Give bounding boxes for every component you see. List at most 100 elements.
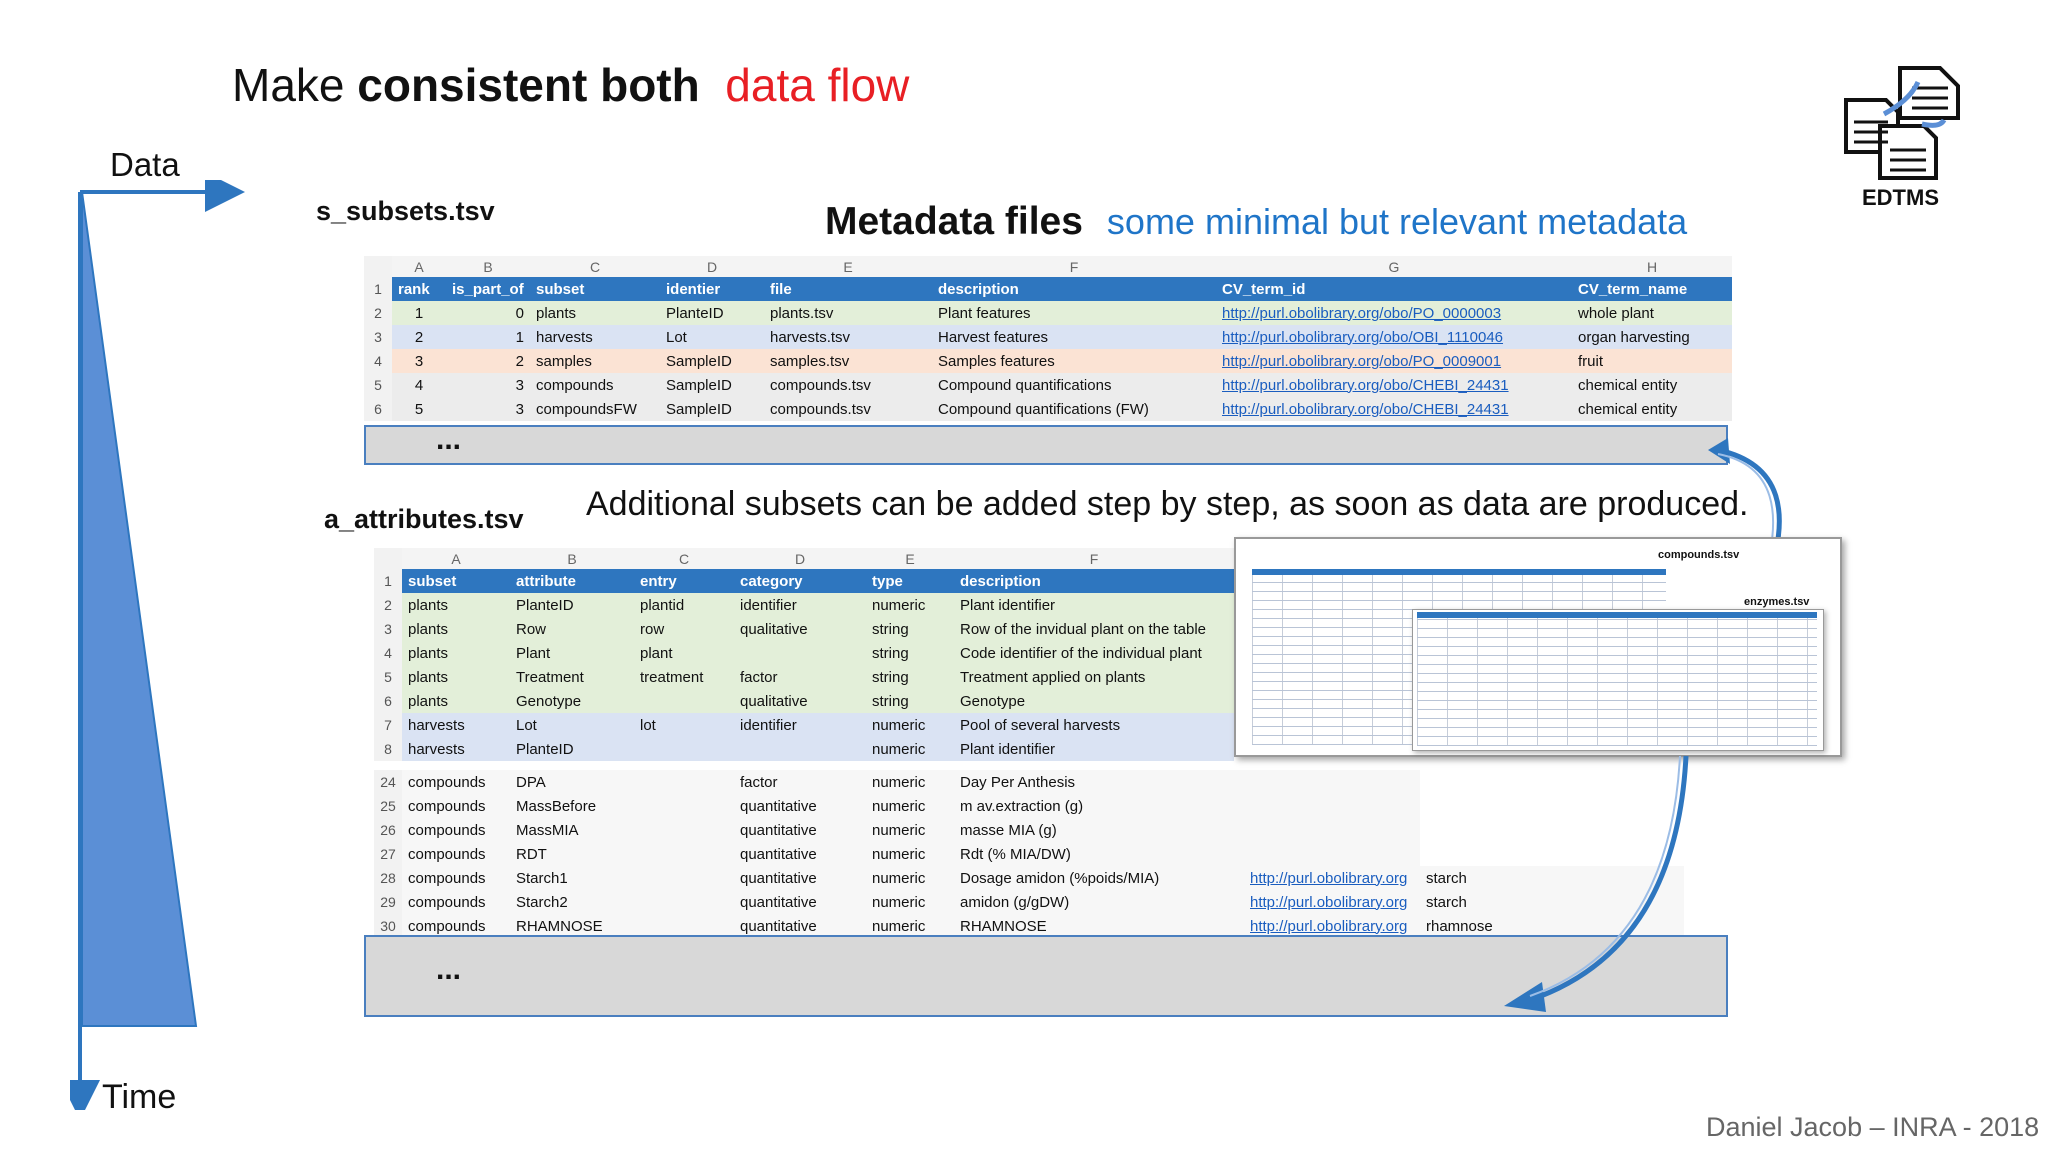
cell[interactable]: http://purl.obolibrary.org/obo/PO_000000… [1216,301,1572,325]
cell: Pool of several harvests [954,713,1234,737]
cell: m av.extraction (g) [954,794,1244,818]
cell: starch [1420,866,1684,890]
cell: MassMIA [510,818,634,842]
cell: plants [402,689,510,713]
row-number: 8 [374,737,402,761]
cell: Plant identifier [954,737,1234,761]
title-part1: Make [232,59,358,111]
cell: SampleID [660,373,764,397]
cell[interactable]: http://purl.obolibrary.org/obo/CHEBI_244… [1216,397,1572,421]
cell[interactable] [1244,842,1420,866]
column-letter: F [932,256,1216,277]
cell: SampleID [660,349,764,373]
row-number: 4 [364,349,392,373]
column-letter: B [446,256,530,277]
cell: 1 [392,301,446,325]
row-number: 25 [374,794,402,818]
cell [634,890,734,914]
cell[interactable]: http://purl.obolibrary.org/obo/OBI_11100… [1216,325,1572,349]
row-number: 28 [374,866,402,890]
enzymes-thumb-label: enzymes.tsv [1744,596,1810,608]
cell [634,770,734,794]
cell: Genotype [954,689,1234,713]
column-letter: G [1216,256,1572,277]
cell[interactable] [1244,818,1420,842]
attributes-ellipsis: ... [436,953,462,986]
cell: numeric [866,866,954,890]
column-header: CV_term_name [1572,277,1732,301]
growth-triangle [81,191,198,1027]
cell: Lot [510,713,634,737]
column-letter: C [530,256,660,277]
cell: plants [402,641,510,665]
cell: amidon (g/gDW) [954,890,1244,914]
cell[interactable] [1244,794,1420,818]
subsets-filename: s_subsets.tsv [316,196,495,226]
cell: row [634,617,734,641]
cell: compounds [402,770,510,794]
subsets-ellipsis: ... [436,423,462,456]
cell [634,818,734,842]
cell: identifier [734,713,866,737]
enzymes-mini-sheet [1417,618,1817,746]
cell[interactable]: http://purl.obolibrary.org/obo/CHEBI_244… [1216,373,1572,397]
cell [734,641,866,665]
cell [634,914,734,938]
cell: plants.tsv [764,301,932,325]
curved-arrow-down [1504,755,1689,1012]
cell: numeric [866,737,954,761]
cell: quantitative [734,890,866,914]
cell[interactable]: http://purl.obolibrary.org [1244,890,1420,914]
corner-cell [364,256,392,277]
column-header: subset [402,569,510,593]
cell: numeric [866,770,954,794]
cell: fruit [1572,349,1732,373]
cell: quantitative [734,914,866,938]
cell: factor [734,665,866,689]
cell: quantitative [734,866,866,890]
cell [634,689,734,713]
subsets-more-rows: ... [364,423,1728,465]
cell: compounds [402,866,510,890]
cell: whole plant [1572,301,1732,325]
data-files-thumbnail: compounds.tsv enzymes.tsv [1234,537,1842,757]
cell: 5 [392,397,446,421]
cell: compounds [530,373,660,397]
cell: harvests [402,737,510,761]
cell[interactable]: http://purl.obolibrary.org [1244,914,1420,938]
cell: samples [530,349,660,373]
cell: 4 [392,373,446,397]
row-number: 6 [364,397,392,421]
cell: compounds [402,842,510,866]
cell: Plant features [932,301,1216,325]
cell: PlanteID [510,593,634,617]
cell: lot [634,713,734,737]
cell: string [866,617,954,641]
cell: Samples features [932,349,1216,373]
cell[interactable]: http://purl.obolibrary.org/obo/PO_000900… [1216,349,1572,373]
cell: starch [1420,890,1684,914]
column-header: identier [660,277,764,301]
column-header: attribute [510,569,634,593]
cell[interactable]: http://purl.obolibrary.org [1244,866,1420,890]
row-number: 7 [374,713,402,737]
cell: Compound quantifications (FW) [932,397,1216,421]
column-header: category [734,569,866,593]
cell: Lot [660,325,764,349]
cell: harvests [530,325,660,349]
cell[interactable] [1244,770,1420,794]
row-number: 5 [364,373,392,397]
cell: plants [402,593,510,617]
cell: PlanteID [510,737,634,761]
cell: 2 [446,349,530,373]
cell: plants [530,301,660,325]
row-number: 27 [374,842,402,866]
